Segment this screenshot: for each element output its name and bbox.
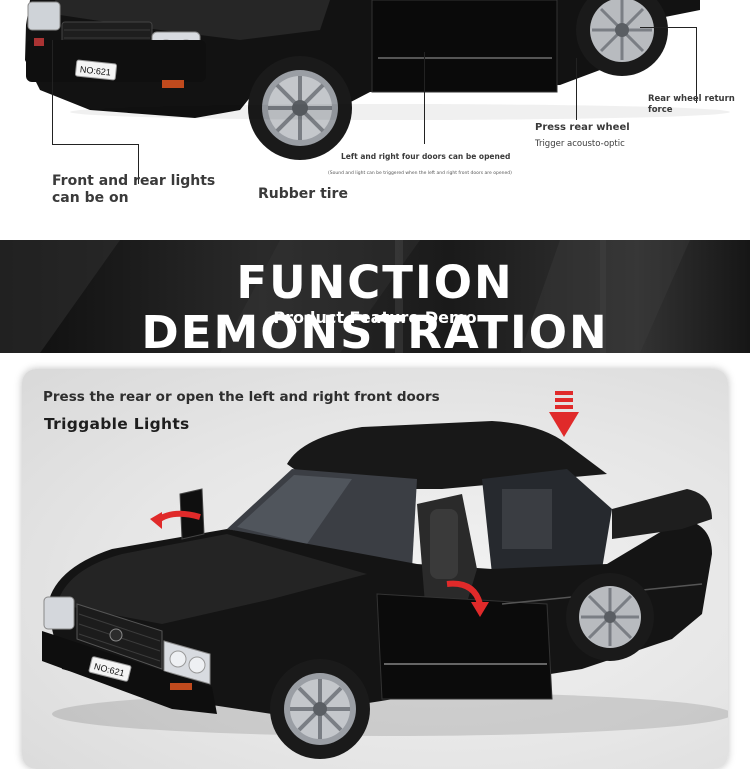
top-plate-text: NO:621 (79, 64, 111, 77)
demo-title: Triggable Lights (44, 415, 190, 433)
top-car-illustration: NO:621 (25, 0, 730, 160)
open-front-door-arrow-icon (446, 580, 483, 605)
demo-car-illustration: NO:621 (42, 391, 728, 759)
top-car-bumper (26, 40, 206, 82)
banner-title: FUNCTION DEMONSTRATION (141, 256, 609, 354)
rubber-tire-label: Rubber tire (258, 186, 348, 202)
callout-line-lights-v2 (138, 144, 139, 184)
demo-car-roof (287, 421, 607, 489)
trigger-acousto-optic-label: Trigger acousto-optic (535, 139, 625, 149)
banner-background-pattern (0, 240, 690, 353)
lights-feature-label: Front and rear lights can be on (52, 173, 216, 206)
demo-instruction: Press the rear or open the left and righ… (43, 389, 440, 405)
demo-car-headlight-left (43, 596, 75, 630)
callout-line-lights-v (52, 40, 53, 144)
demo-car-open-front-door (376, 593, 553, 700)
callout-line-lights-h (52, 144, 139, 145)
rear-wheel-return-label: Rear wheel return force (648, 94, 735, 115)
top-car-headlight-left (27, 1, 61, 31)
callout-line-rear-v (696, 27, 697, 103)
function-demo-banner: FUNCTION DEMONSTRATION Product Feature D… (0, 240, 750, 353)
top-feature-section: NO:621 Front and rear lights can be on R… (0, 0, 750, 240)
callout-line-rear-h (640, 27, 697, 28)
four-doors-label: Left and right four doors can be opened (341, 152, 511, 161)
top-car-hood-shadow (55, 0, 330, 40)
press-down-arrow-icon (549, 391, 579, 437)
top-car-open-door (371, 0, 558, 93)
triggerable-lights-card: NO:621 Press the (22, 369, 728, 769)
top-car-license-plate (74, 59, 118, 81)
callout-line-press-rear (576, 58, 577, 120)
press-rear-wheel-label: Press rear wheel (535, 122, 630, 133)
callout-line-doors (424, 52, 425, 144)
demo-car-hood (57, 534, 367, 624)
demo-car-license-plate (88, 656, 132, 682)
banner-subtitle: Product Feature Demo (273, 308, 477, 327)
four-doors-note: (Sound and light can be triggered when t… (328, 171, 512, 176)
